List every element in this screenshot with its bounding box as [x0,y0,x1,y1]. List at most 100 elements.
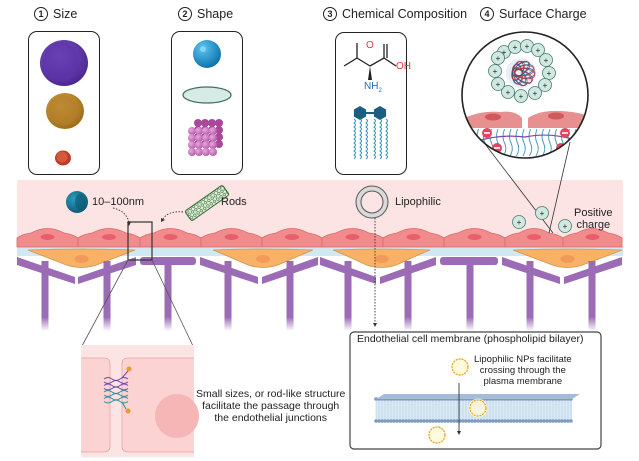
positive-shell-particle [501,85,515,99]
astrocyte-process [526,261,534,331]
lipid-head [557,419,561,423]
lipid-tail [365,118,368,160]
plus-sign: + [502,48,507,57]
cube-sphere [188,148,196,156]
section-title: Shape [197,7,234,21]
astrocyte-process [41,261,49,331]
lipid-head [485,419,489,423]
plus-sign: + [540,209,545,218]
section-heading-chemical-composition: 3 Chemical Composition [323,7,467,21]
lipid-head [395,419,399,423]
lipid-head [470,419,474,423]
cube-sphere [215,140,223,148]
section-heading-shape: 2 Shape [178,7,233,21]
section-heading-size: 1 Size [34,7,77,21]
lipid-head [476,419,480,423]
lipid-head [506,419,510,423]
lipid-head [401,419,405,423]
hydroxyl-label: OH [396,61,411,72]
astrocyte-process [404,261,412,331]
astrocyte-endfoot [140,257,196,331]
glycocalyx-strand [535,128,539,157]
lipid-head [428,419,432,423]
astrocyte-endfoot [380,257,436,331]
lipid-head [527,419,531,423]
positive-nanoparticle [558,219,572,233]
lipid-head [467,419,471,423]
cube-sphere [215,126,223,134]
lipophilic-np-halo [468,398,488,418]
junction-caption: Small sizes, or rod-like structure facil… [196,388,345,424]
astrocyte-endfoot [262,257,318,331]
cube-sphere [202,127,210,135]
phospholipid-structure [353,106,388,160]
astrocyte-endfoot [78,257,136,331]
section-title: Size [53,7,78,21]
size-particles [40,40,88,166]
pericyte-nucleus [374,255,389,263]
lipid-head [380,419,384,423]
lipid-head [434,419,438,423]
lipid-tail [385,118,388,160]
minus-sign [562,132,568,134]
positive-nanoparticle [535,206,549,220]
glycocalyx-strand [528,128,533,157]
lipid-head [566,419,570,423]
astrocyte-process [224,261,232,331]
cell-nucleus [467,234,482,240]
lipid-tail [353,118,356,160]
cube-sphere [195,127,203,135]
lipophilic-np [451,358,469,376]
polymer-chain [511,60,525,80]
membrane-inset [349,331,602,450]
lipid-tail [373,118,376,160]
lipid-head [446,419,450,423]
cube-sphere [215,119,223,127]
plus-sign: + [513,43,518,52]
zoom-nucleus [548,112,564,120]
polymer-chain [514,68,536,80]
junction-protein-marker [126,366,132,372]
astrocyte-process [286,261,294,331]
section-title: Chemical Composition [342,7,468,21]
rod-arrow [162,211,184,220]
tight-junction-protein [103,399,129,404]
plus-sign: + [536,46,541,55]
sphere-nanoparticle [193,40,221,68]
lipid-head [482,419,486,423]
junction-caption-line2: facilitate the passage through [202,400,340,412]
protein-tail [121,401,127,410]
glycocalyx-strand [522,128,526,157]
cube-sphere [215,133,223,141]
lipophilic-np [428,426,446,444]
rods-label: Rods [221,196,247,208]
lipid-head [383,419,387,423]
plus-sign: + [547,69,552,78]
cube-sphere [202,148,210,156]
junction-protein-marker [125,408,131,414]
plus-sign: + [533,89,538,98]
lipid-head [431,419,435,423]
matrix-fiber [477,134,576,142]
positive-nanoparticles: +++ [512,206,572,233]
cell-nucleus [102,234,116,240]
lipid-head [569,419,573,423]
astrocyte-endfoot [320,257,376,331]
cube-nanoparticle [188,119,223,156]
plus-sign: + [496,80,501,89]
pericyte-nucleus [256,255,270,263]
cube-sphere [209,134,217,142]
positive-charge-label: Positive charge [574,207,613,231]
astrocyte-process [466,261,474,331]
cell-nucleus [285,234,299,240]
cube-sphere [188,134,196,142]
cube-sphere [195,134,203,142]
lipid-head [407,419,411,423]
lipid-head [518,419,522,423]
glycocalyx-strand [502,128,507,157]
chemical-panel [335,32,407,175]
lipid-tail [379,118,382,160]
section-number: 3 [323,7,337,21]
lipid-head [539,419,543,423]
size-range-label: 10–100nm [92,196,144,208]
